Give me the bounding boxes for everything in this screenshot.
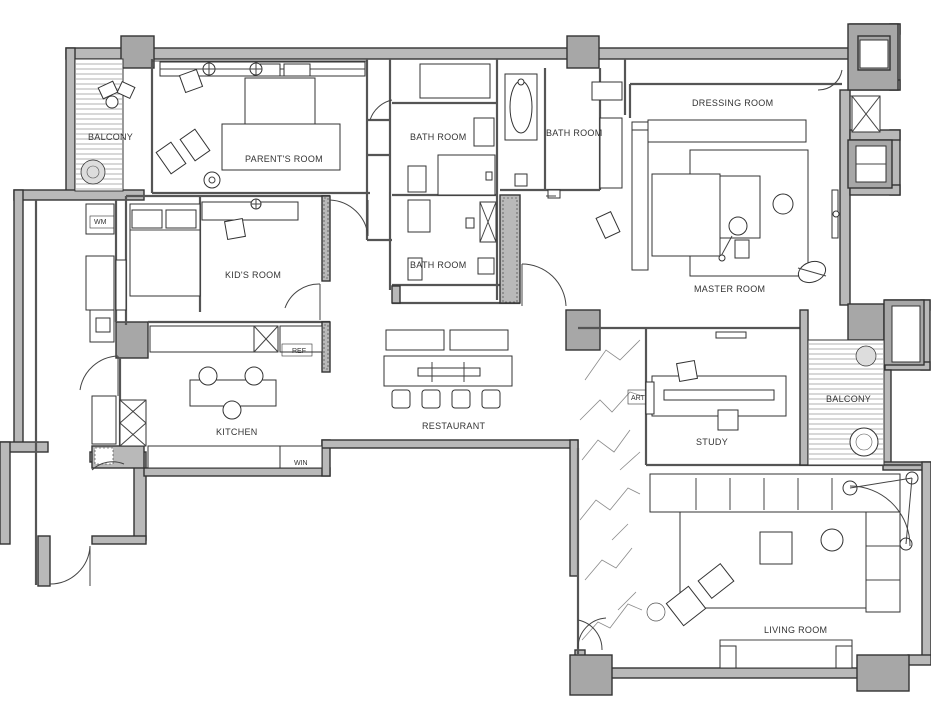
label-balcony-nw: BALCONY [88, 132, 133, 142]
label-master-room: MASTER ROOM [694, 284, 765, 294]
room-labels: BALCONY PARENT'S ROOM BATH ROOM BATH ROO… [88, 98, 871, 635]
tag-wine-cabinet: WIN [294, 460, 308, 467]
tag-refrigerator: REF [292, 348, 306, 355]
restaurant-furniture [383, 329, 513, 409]
study-furniture [645, 331, 787, 431]
label-kids-room: KID'S ROOM [225, 270, 281, 280]
balcony-nw-deck [74, 58, 136, 192]
master-room-furniture [595, 119, 840, 284]
kitchen-furniture [119, 325, 323, 469]
utility-corridor [85, 203, 117, 445]
balcony-e-deck [807, 339, 885, 466]
label-study: STUDY [696, 437, 728, 447]
entry-marble-pattern [579, 339, 666, 641]
label-kitchen: KITCHEN [216, 427, 258, 437]
label-balcony-e: BALCONY [826, 394, 871, 404]
bathroom-fixtures [407, 63, 649, 281]
tag-art: ART [631, 395, 646, 402]
living-room-furniture [649, 471, 919, 669]
label-dressing-room: DRESSING ROOM [692, 98, 773, 108]
parents-room-furniture [155, 61, 366, 189]
label-living-room: LIVING ROOM [764, 625, 827, 635]
label-bath-2: BATH ROOM [546, 128, 603, 138]
label-parents-room: PARENT'S ROOM [245, 154, 323, 164]
label-restaurant: RESTAURANT [422, 421, 486, 431]
windows [152, 39, 921, 363]
tag-washing-machine: WM [94, 219, 107, 226]
label-bath-1: BATH ROOM [410, 132, 467, 142]
kids-room-furniture [115, 198, 299, 311]
door-swings [49, 69, 911, 651]
label-bath-3: BATH ROOM [410, 260, 467, 270]
